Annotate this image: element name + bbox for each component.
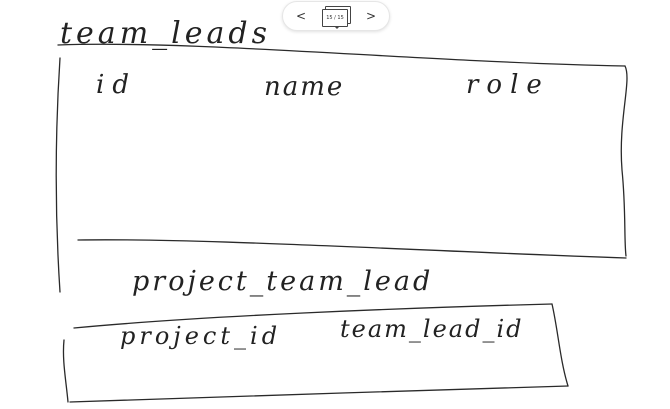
table1-title: team_leads (60, 16, 271, 51)
page-navigator: < 15 / 15 > (282, 1, 390, 31)
table1-column-id: id (96, 70, 137, 100)
chevron-right-icon[interactable]: > (365, 9, 377, 23)
table2-bottom-edge (69, 385, 569, 403)
table1-bottom-edge (77, 239, 627, 259)
table2-top-edge (73, 303, 553, 329)
chevron-left-icon[interactable]: < (295, 9, 307, 23)
table1-left-edge (55, 57, 61, 293)
table2-column-team-lead-id: team_lead_id (340, 315, 524, 343)
table1-top-edge (57, 43, 626, 67)
table2-left-edge (62, 339, 69, 403)
table1-column-role: role (466, 70, 550, 100)
table2-right-edge (551, 303, 569, 387)
table2-title: project_team_lead (132, 266, 434, 297)
page-counter: 15 / 15 (322, 9, 348, 27)
table1-right-edge (620, 65, 628, 257)
table2-column-project-id: project_id (120, 322, 282, 350)
caret-down-icon (334, 26, 340, 29)
page-thumbnails-button[interactable]: 15 / 15 (321, 5, 351, 29)
table1-column-name: name (264, 72, 345, 102)
